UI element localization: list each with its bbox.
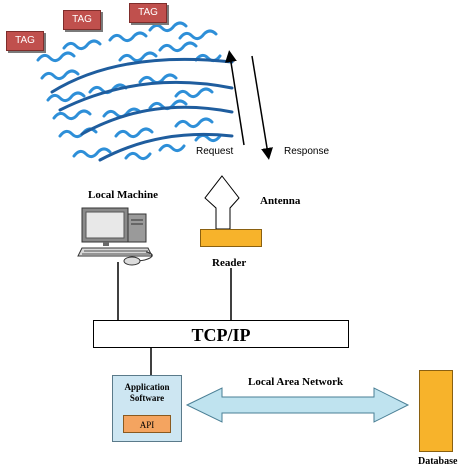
lan-label: Local Area Network xyxy=(248,376,344,388)
rfid-tag: TAG xyxy=(129,3,167,23)
rf-arcs xyxy=(50,57,234,162)
database-box xyxy=(419,370,453,452)
rf-wave xyxy=(158,41,198,53)
rfid-tag: TAG xyxy=(63,10,101,30)
rf-wave xyxy=(158,143,186,153)
rf-wave xyxy=(114,127,154,139)
rf-wave xyxy=(62,39,102,51)
response-arrow xyxy=(251,55,273,160)
rf-waves xyxy=(36,21,222,161)
rfid-tag: TAG xyxy=(6,31,44,51)
reader-label: Reader xyxy=(212,257,247,269)
reader-device xyxy=(200,229,262,247)
rf-wave xyxy=(178,29,218,41)
rf-wave xyxy=(46,91,86,103)
api-box: API xyxy=(123,415,171,433)
rf-wave xyxy=(108,31,148,43)
request-label: Request xyxy=(196,146,234,157)
antenna-label: Antenna xyxy=(260,195,301,207)
application-software-label: Application Software xyxy=(124,382,170,403)
computer-icon xyxy=(77,207,153,266)
rf-wave xyxy=(40,69,80,81)
antenna-shape xyxy=(204,175,240,230)
lan-double-arrow xyxy=(185,387,410,423)
local-machine-label: Local Machine xyxy=(88,189,158,201)
rf-wave xyxy=(52,109,92,121)
rf-arc xyxy=(50,57,234,94)
request-arrow xyxy=(225,50,245,146)
rf-wave xyxy=(72,147,112,159)
tcp-ip-box: TCP/IP xyxy=(93,320,349,348)
rf-wave xyxy=(36,51,76,63)
application-software-box: Application Software API xyxy=(112,375,182,442)
rf-wave xyxy=(118,51,158,63)
response-label: Response xyxy=(284,146,330,157)
rf-wave xyxy=(174,117,214,129)
rf-wave xyxy=(194,133,222,143)
rf-arc xyxy=(80,105,234,136)
rf-wave xyxy=(124,151,152,161)
rf-arc xyxy=(98,132,234,162)
rf-arc xyxy=(58,80,234,112)
rf-wave xyxy=(148,21,188,33)
database-label: Database xyxy=(418,456,458,467)
rf-wave xyxy=(174,87,214,99)
